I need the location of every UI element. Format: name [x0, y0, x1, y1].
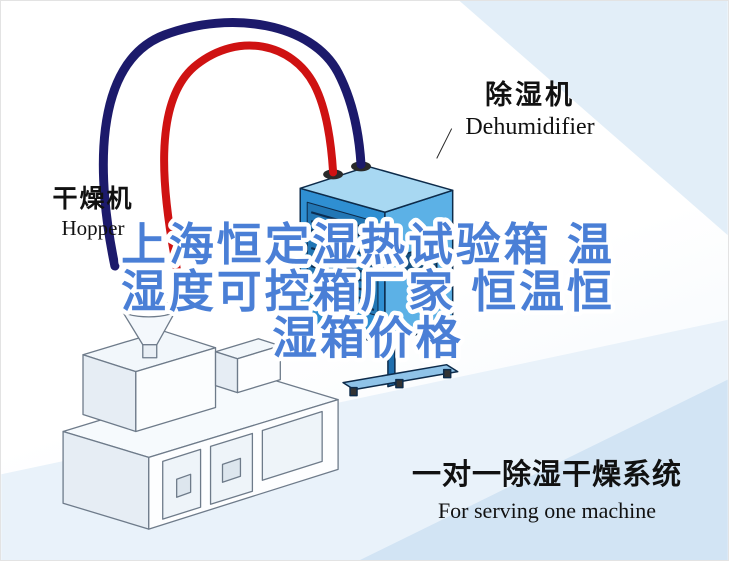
bed-panel — [261, 410, 323, 481]
label-pointer-line — [436, 128, 453, 159]
dehumidifier-label: 除湿机 Dehumidifier — [439, 73, 621, 141]
stand-wheel — [349, 386, 358, 397]
headline-line-1: 上海恒定湿热试验箱 温 — [121, 219, 615, 270]
unit-front-face — [135, 347, 217, 433]
side-control-panel — [401, 243, 438, 280]
stand-wheel — [395, 378, 404, 389]
bg-band-bottom-right — [360, 379, 728, 560]
dehumidifier-machine-illustration — [299, 161, 459, 397]
vent-louvers — [310, 211, 375, 311]
dryer-label: 干燥机 Hopper — [37, 179, 149, 241]
funnel-knob — [143, 281, 155, 289]
system-label: 一对一除湿干燥系统 For serving one machine — [391, 451, 703, 524]
navy-air-hose — [98, 18, 366, 271]
bed-panel-inset — [176, 473, 192, 498]
dryer-label-cn: 干燥机 — [52, 185, 134, 213]
system-label-cn: 一对一除湿干燥系统 — [411, 459, 682, 491]
headline: 上海恒定湿热试验箱 温 湿度可控箱厂家 恒温恒 湿箱价格 — [117, 215, 617, 369]
hopper-machine-illustration — [62, 281, 339, 530]
red-air-hose — [160, 41, 338, 273]
headline-line-3: 湿箱价格 — [272, 313, 463, 364]
barrel-left — [214, 351, 239, 394]
headline-line-2: 湿度可控箱厂家 恒温恒 — [121, 266, 615, 317]
stand-wheel — [442, 368, 452, 379]
dehumidifier-label-cn: 除湿机 — [485, 80, 575, 110]
bed-panel-inset — [221, 457, 242, 483]
system-label-en: For serving one machine — [437, 498, 657, 523]
bg-band-top-right — [459, 1, 728, 236]
funnel-neck — [142, 344, 158, 359]
dehumidifier-label-en: Dehumidifier — [465, 114, 595, 140]
dryer-label-en: Hopper — [61, 216, 125, 240]
